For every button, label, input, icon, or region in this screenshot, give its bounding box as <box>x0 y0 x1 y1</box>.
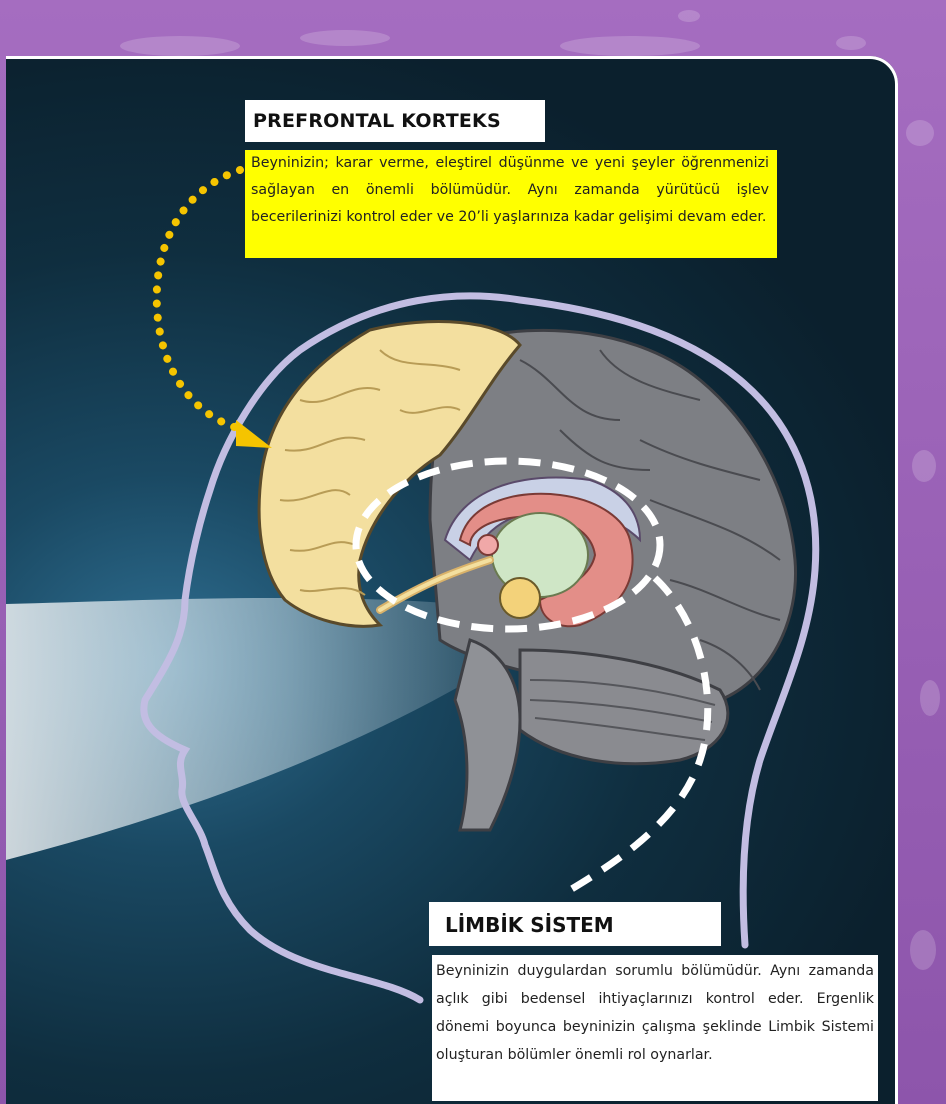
prefrontal-pointer-dots <box>157 170 245 430</box>
prefrontal-title-box: PREFRONTAL KORTEKS <box>245 100 545 142</box>
prefrontal-description: Beyninizin; karar verme, eleştirel düşün… <box>245 150 777 258</box>
limbic-title: LİMBİK SİSTEM <box>445 913 614 937</box>
hypothalamus <box>500 578 540 618</box>
amygdala <box>478 535 498 555</box>
limbic-title-box: LİMBİK SİSTEM <box>429 902 721 946</box>
prefrontal-title: PREFRONTAL KORTEKS <box>253 110 501 132</box>
prefrontal-arrow-head <box>236 420 272 448</box>
limbic-description: Beyninizin duygulardan sorumlu bölümüdür… <box>432 955 878 1101</box>
